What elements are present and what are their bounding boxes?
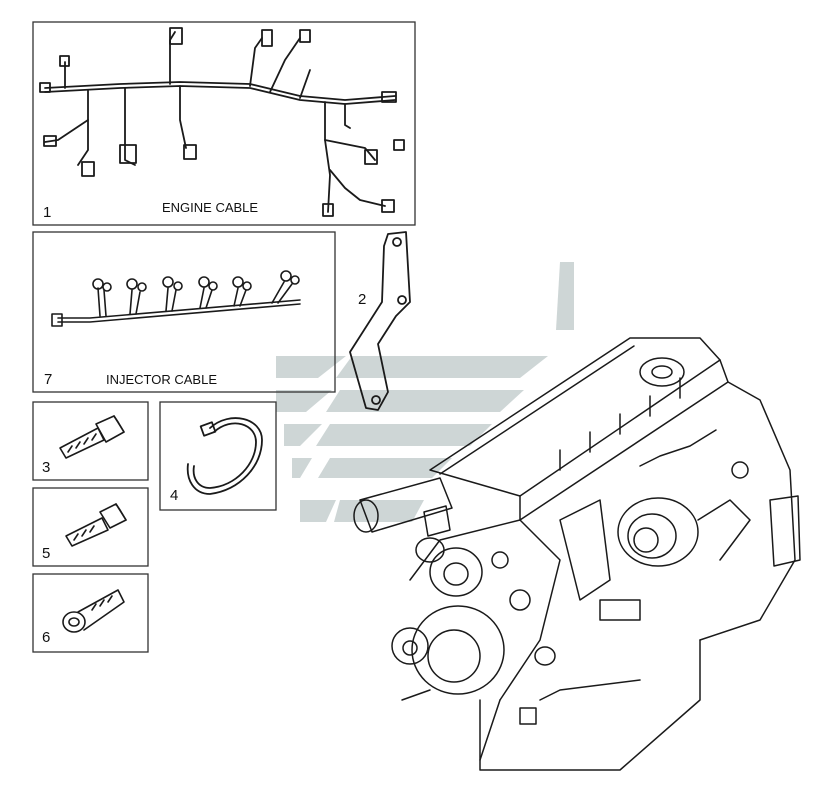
engine-cable-caption: ENGINE CABLE [162,200,258,215]
hose-clamp-icon [186,417,263,495]
cap-screw-icon [62,589,125,633]
bolt-3-frame [32,401,149,481]
hose-clamp-frame [159,401,277,511]
injector-cable-caption: INJECTOR CABLE [106,372,217,387]
injector-cable-panel: 7 INJECTOR CABLE [32,231,336,393]
injector-cable-icon [51,270,301,327]
part-number-3: 3 [42,459,50,476]
part-number-1: 1 [43,204,51,221]
part-number-2: 2 [358,291,366,308]
part-number-7: 7 [44,371,52,388]
engine-cable-panel: 1 ENGINE CABLE [32,21,416,226]
engine-cable-frame [32,21,416,226]
part-number-4: 4 [170,487,178,504]
cap-screw-frame [32,573,149,653]
bolt-5-panel: 5 [32,487,149,567]
watermark-logo [276,262,574,522]
engine-cable-icon [39,27,405,217]
part-number-6: 6 [42,629,50,646]
bracket-part: 2 [349,231,411,411]
part-number-5: 5 [42,545,50,562]
bolt-3-panel: 3 [32,401,149,481]
bolt-5-frame [32,487,149,567]
injector-cable-frame [32,231,336,393]
hose-clamp-panel: 4 [159,401,277,511]
engine-icon [353,337,801,771]
cap-screw-panel: 6 [32,573,149,653]
bolt-icon [59,415,125,459]
bolt-icon [65,503,127,547]
bracket-icon [349,231,411,411]
